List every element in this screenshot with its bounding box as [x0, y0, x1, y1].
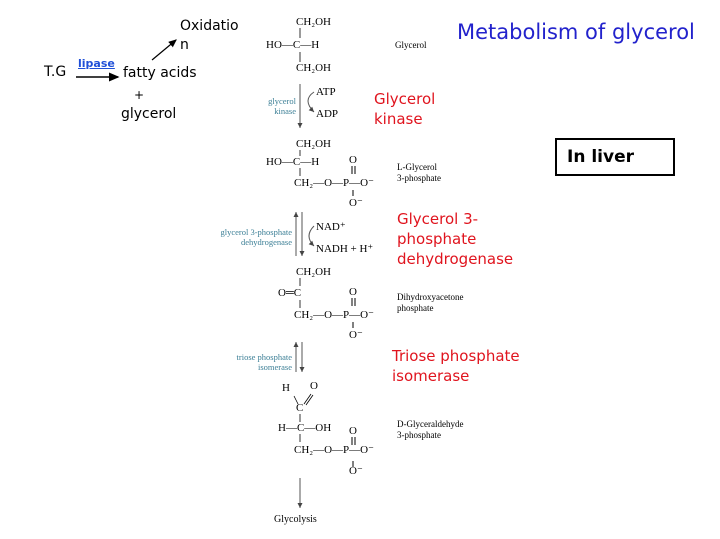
gap-carbon-1: C: [296, 402, 304, 414]
dehydrogenase-enzyme-small: glycerol 3-phosphate dehydrogenase: [200, 227, 292, 247]
dehydrogenase-enzyme-small-line1: glycerol 3-phosphate: [220, 227, 292, 237]
dhap-name-line2: phosphate: [397, 303, 434, 313]
isomerase-enzyme-small: triose phosphate isomerase: [212, 352, 292, 372]
isomerase-label-line1: Triose phosphate: [392, 347, 520, 365]
glycerol-label: glycerol: [121, 106, 177, 122]
nadh-label: NADH + H⁺: [316, 243, 374, 255]
gap-aldehyde-h: H: [282, 382, 290, 394]
g3p-name-line2: 3-phosphate: [397, 173, 441, 183]
gap-phosphate-o: O: [349, 425, 357, 437]
oxidation-label: Oxidatio: [180, 18, 239, 34]
adp-label: ADP: [316, 108, 339, 120]
gap-row-2: H—C—OH: [278, 422, 332, 434]
dehydrogenase-label-line1: Glycerol 3-: [397, 210, 479, 228]
atp-curve: [307, 91, 315, 113]
g3p-row-3: CH₂—O—P—O⁻: [294, 177, 374, 189]
kinase-enzyme-small-line2: kinase: [274, 106, 296, 116]
gap-row-3: CH₂—O—P—O⁻: [294, 444, 374, 456]
gap-phosphate-o-minus: O⁻: [349, 465, 363, 477]
isomerase-enzyme-label: Triose phosphate isomerase: [392, 346, 520, 386]
glycerol-name: Glycerol: [395, 40, 427, 50]
nad-curve: [308, 225, 315, 247]
glycerol-row-3: CH₂OH: [296, 62, 332, 74]
glycolysis-label: Glycolysis: [274, 514, 317, 525]
dhap-name: Dihydroxyacetone phosphate: [397, 292, 463, 314]
location-box: In liver: [555, 138, 675, 176]
dehydrogenase-label-line2: phosphate: [397, 230, 477, 248]
kinase-enzyme-small-line1: glycerol: [268, 96, 296, 106]
glycerol-row-2: HO—C—H: [266, 39, 320, 51]
atp-label: ATP: [316, 86, 336, 98]
kinase-label-line1: Glycerol: [374, 90, 436, 108]
triglyceride-label: T.G: [44, 64, 67, 80]
isomerase-label-line2: isomerase: [392, 367, 470, 385]
dehydrogenase-label-line3: dehydrogenase: [397, 250, 514, 268]
gap-name-line1: D-Glyceraldehyde: [397, 419, 464, 429]
dhap-row-3: CH₂—O—P—O⁻: [294, 309, 374, 321]
lipase-label: lipase: [78, 57, 115, 70]
kinase-label-line2: kinase: [374, 110, 423, 128]
g3p-name: L-Glycerol 3-phosphate: [397, 162, 441, 184]
kinase-enzyme-small: glycerol kinase: [250, 96, 296, 116]
isomerase-enzyme-small-line1: triose phosphate: [236, 352, 292, 362]
gap-aldehyde-o: O: [310, 380, 318, 392]
dhap-name-line1: Dihydroxyacetone: [397, 292, 464, 302]
g3p-phosphate-o-minus: O⁻: [349, 197, 363, 209]
isomerase-enzyme-small-line2: isomerase: [258, 362, 292, 372]
dhap-phosphate-o-minus: O⁻: [349, 329, 363, 341]
page-title: Metabolism of glycerol: [457, 20, 695, 44]
dhap-phosphate-o: O: [349, 286, 357, 298]
g3p-name-line1: L-Glycerol: [397, 162, 437, 172]
nad-label: NAD⁺: [316, 221, 346, 233]
kinase-enzyme-label: Glycerol kinase: [374, 89, 435, 129]
g3p-row-1: CH₂OH: [296, 138, 332, 150]
glycerol-row-1: CH₂OH: [296, 16, 332, 28]
oxidation-label-wrap: n: [180, 37, 189, 53]
oxidation-arrow: [151, 39, 177, 61]
dhap-row-2: O═C: [278, 287, 302, 299]
dehydrogenase-enzyme-label: Glycerol 3- phosphate dehydrogenase: [397, 209, 513, 269]
gap-name-line2: 3-phosphate: [397, 430, 441, 440]
g3p-row-2: HO—C—H: [266, 156, 320, 168]
plus-sign: +: [134, 88, 145, 102]
dhap-row-1: CH₂OH: [296, 266, 332, 278]
dehydrogenase-enzyme-small-line2: dehydrogenase: [241, 237, 292, 247]
gap-name: D-Glyceraldehyde 3-phosphate: [397, 419, 463, 441]
g3p-phosphate-o: O: [349, 154, 357, 166]
fatty-acids-label: fatty acids: [123, 65, 197, 81]
